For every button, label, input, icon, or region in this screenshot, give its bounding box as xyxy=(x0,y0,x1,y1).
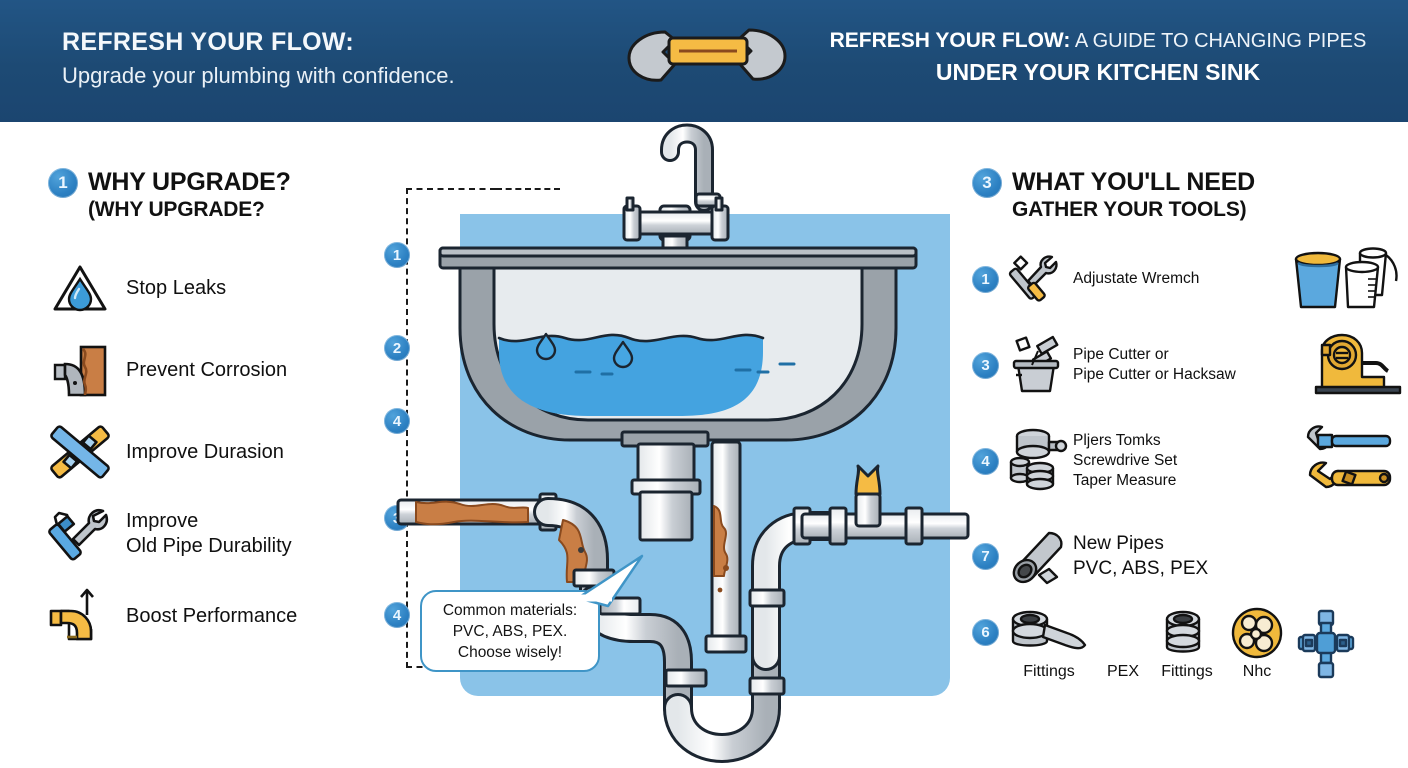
list-item-label: Pipe Cutter or Pipe Cutter or Hacksaw xyxy=(1073,345,1236,385)
left-section-header: 1 WHY UPGRADE? (WHY UPGRADE? xyxy=(48,168,388,223)
wrench-icon xyxy=(617,24,797,134)
line-marker-2[interactable]: 2 xyxy=(384,335,410,361)
fitting-with-wrench-icon xyxy=(1011,610,1087,650)
fittings-items: Fittings PEX xyxy=(1008,607,1356,681)
yellow-sealant-icon xyxy=(1231,607,1283,659)
fitting-with-wrench-icon-wrap[interactable]: Fittings xyxy=(1008,607,1090,681)
label-line-2: PVC, ABS, PEX xyxy=(1073,558,1209,579)
list-item-badge: 3 xyxy=(972,351,999,379)
right-section-badge: 3 xyxy=(972,168,1002,198)
tools-list: 1 Adjustate Wremch xyxy=(972,243,1408,701)
fittings-row-badge: 6 xyxy=(972,619,999,646)
header-band: REFRESH YOUR FLOW: Upgrade your plumbing… xyxy=(0,0,1408,122)
label-line-3: Taper Measure xyxy=(1073,472,1177,489)
stacked-fittings-icon xyxy=(1008,428,1068,491)
list-item-badge: 1 xyxy=(972,265,999,293)
right-section-subtitle: GATHER YOUR TOOLS) xyxy=(1012,198,1247,221)
label-line-1: Improve xyxy=(126,510,199,532)
fit-caption: Nhc xyxy=(1242,663,1272,680)
callout-line-3: Choose wisely! xyxy=(457,643,563,661)
header-right-title: REFRESH YOUR FLOW: A GUIDE TO CHANGING P… xyxy=(808,28,1388,54)
materials-callout: Common materials: PVC, ABS, PEX. Choose … xyxy=(420,554,644,672)
wrench-screwdriver-cross-icon xyxy=(1008,251,1064,307)
list-item-label: New Pipes PVC, ABS, PEX xyxy=(1073,531,1208,581)
center-illustration: 1 2 4 3 4 xyxy=(384,123,970,763)
list-item[interactable]: Boost Performance xyxy=(48,575,388,657)
fittings-row[interactable]: 6 Fittings xyxy=(972,605,1408,701)
crossed-pipes-icon xyxy=(48,420,112,484)
label-line-2: Screwdrive Set xyxy=(1073,452,1178,469)
label-line-2: Pipe Cutter or Hacksaw xyxy=(1073,366,1236,383)
list-item-label: Adjustate Wremch xyxy=(1073,270,1200,287)
pipe-arrow-up-icon xyxy=(48,584,112,648)
header-left-text: REFRESH YOUR FLOW: Upgrade your plumbing… xyxy=(62,27,455,91)
fit-caption: Fittings xyxy=(1023,663,1075,680)
header-right-subtitle: UNDER YOUR KITCHEN SINK xyxy=(935,59,1261,85)
list-item-label: Boost Performance xyxy=(126,604,298,627)
label-line-1: Pipe Cutter or xyxy=(1073,346,1169,363)
list-item[interactable]: Stop Leaks xyxy=(48,247,388,329)
list-item-label: Prevent Corrosion xyxy=(126,358,288,381)
line-marker-5[interactable]: 4 xyxy=(384,602,410,628)
header-right-title-bold: REFRESH YOUR FLOW: xyxy=(829,29,1071,52)
label-line-1: New Pipes xyxy=(1073,533,1164,554)
fit-caption: PEX xyxy=(1106,663,1139,680)
list-item-label: Stop Leaks xyxy=(126,276,227,299)
yellow-sealant-icon-wrap[interactable]: Nhc xyxy=(1228,607,1286,681)
list-item-label: Pljers Tomks Screwdrive Set Taper Measur… xyxy=(1073,431,1177,491)
label-line-1: Pljers Tomks xyxy=(1073,432,1161,449)
wrench-screwdriver-icon xyxy=(48,502,112,566)
list-item[interactable]: 4 xyxy=(972,415,1408,507)
left-section-badge: 1 xyxy=(48,168,78,198)
left-section-title: WHY UPGRADE? xyxy=(88,168,291,196)
header-right-text: REFRESH YOUR FLOW: A GUIDE TO CHANGING P… xyxy=(808,28,1388,87)
stacked-rings-icon-wrap[interactable]: Fittings xyxy=(1156,607,1218,681)
line-marker-3[interactable]: 4 xyxy=(384,408,410,434)
bucket-and-rolls-icon xyxy=(1290,245,1408,315)
list-item[interactable]: 3 Pipe Cut xyxy=(972,327,1408,403)
fit-caption: Fittings xyxy=(1161,663,1213,680)
callout-line-1: Common materials: xyxy=(442,601,578,619)
pex-tool-icon-wrap[interactable]: PEX xyxy=(1100,607,1146,681)
right-section: 3 WHAT YOU'LL NEED GATHER YOUR TOOLS) 1 xyxy=(972,168,1408,713)
bucket-with-debris-icon xyxy=(1008,335,1064,393)
header-right-title-rest: A GUIDE TO CHANGING PIPES xyxy=(1074,30,1367,52)
corroded-pipe-icon xyxy=(48,338,112,402)
blue-cross-fitting-icon-wrap[interactable] xyxy=(1296,609,1356,681)
list-item[interactable]: Prevent Corrosion xyxy=(48,329,388,411)
line-marker-1[interactable]: 1 xyxy=(384,242,410,268)
callout-tail-icon xyxy=(574,554,644,608)
list-item-badge: 7 xyxy=(972,542,999,570)
left-section: 1 WHY UPGRADE? (WHY UPGRADE? Stop Leaks xyxy=(48,168,388,657)
blue-and-yellow-wrenches-icon xyxy=(1304,421,1408,501)
label-line-2: Old Pipe Durability xyxy=(126,535,292,557)
list-item[interactable]: Improve Durasion xyxy=(48,411,388,493)
right-section-header: 3 WHAT YOU'LL NEED GATHER YOUR TOOLS) xyxy=(972,168,1408,223)
header-left-subtitle: Upgrade your plumbing with confidence. xyxy=(62,63,455,88)
list-item-badge: 4 xyxy=(972,447,999,475)
list-item[interactable]: 1 Adjustate Wremch xyxy=(972,243,1408,315)
blue-cross-fitting-icon xyxy=(1297,609,1355,679)
new-pipe-segment-icon xyxy=(1008,528,1064,585)
left-section-subtitle: (WHY UPGRADE? xyxy=(88,198,265,221)
stacked-rings-icon xyxy=(1165,610,1201,653)
list-item[interactable]: 7 New Pipes PVC, ABS, PEX xyxy=(972,519,1408,593)
leak-drop-warning-icon xyxy=(48,256,112,320)
pipe-cutter-tool-icon xyxy=(1312,333,1408,395)
right-section-title: WHAT YOU'LL NEED xyxy=(1012,168,1256,196)
sink-drawing xyxy=(396,123,970,763)
list-item-label: Improve Durasion xyxy=(126,440,284,463)
callout-line-2: PVC, ABS, PEX. xyxy=(452,622,568,640)
why-upgrade-list: Stop Leaks Prevent Corrosion xyxy=(48,247,388,657)
header-left-title: REFRESH YOUR FLOW: xyxy=(62,28,354,56)
